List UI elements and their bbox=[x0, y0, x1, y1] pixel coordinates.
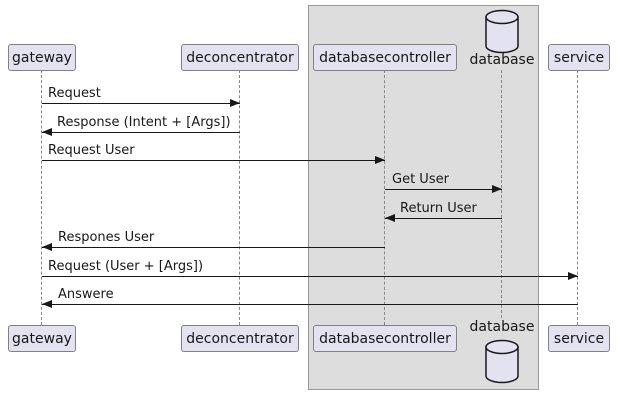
lifeline-deconcentrator bbox=[239, 70, 240, 325]
participant-databasecontroller-bottom: databasecontroller bbox=[313, 325, 457, 352]
participant-gateway-bottom: gateway bbox=[8, 325, 76, 352]
arrowhead-left-icon bbox=[42, 300, 52, 308]
participant-label: deconcentrator bbox=[186, 330, 294, 347]
message-arrow bbox=[42, 99, 240, 107]
arrowhead-left-icon bbox=[42, 128, 52, 136]
message-arrow bbox=[42, 243, 385, 251]
arrowhead-left-icon bbox=[385, 214, 395, 222]
arrowhead-right-icon bbox=[230, 99, 240, 107]
message-label: Respones User bbox=[58, 230, 155, 245]
participant-label: gateway bbox=[12, 49, 72, 66]
message-arrow bbox=[42, 156, 385, 164]
arrowhead-right-icon bbox=[492, 185, 502, 193]
participant-label: service bbox=[553, 330, 605, 347]
participant-gateway-top: gateway bbox=[8, 44, 76, 71]
message-arrow bbox=[42, 300, 578, 308]
lifeline-databasecontroller bbox=[384, 70, 385, 325]
participant-database-top: database bbox=[469, 52, 535, 68]
message-label: Return User bbox=[400, 201, 477, 216]
participant-deconcentrator-bottom: deconcentrator bbox=[181, 325, 299, 352]
message-arrow bbox=[42, 272, 578, 280]
participant-service-top: service bbox=[548, 44, 610, 71]
participant-label: deconcentrator bbox=[186, 49, 294, 66]
participant-label: databasecontroller bbox=[319, 330, 451, 347]
message-label: Answere bbox=[58, 287, 114, 302]
participant-deconcentrator-top: deconcentrator bbox=[181, 44, 299, 71]
participant-database-bottom: database bbox=[469, 319, 535, 335]
arrowhead-right-icon bbox=[375, 156, 385, 164]
participant-databasecontroller-top: databasecontroller bbox=[313, 44, 457, 71]
message-arrow bbox=[42, 128, 240, 136]
message-arrow bbox=[385, 185, 502, 193]
message-label: Request (User + [Args]) bbox=[48, 259, 204, 274]
lifeline-service bbox=[577, 70, 578, 325]
participant-label: databasecontroller bbox=[319, 49, 451, 66]
message-label: Request User bbox=[48, 143, 135, 158]
arrowhead-left-icon bbox=[42, 243, 52, 251]
message-label: Get User bbox=[392, 172, 449, 187]
message-label: Request bbox=[48, 86, 101, 101]
database-cylinder-icon bbox=[485, 339, 519, 384]
participant-label: gateway bbox=[12, 330, 72, 347]
message-label: Response (Intent + [Args]) bbox=[57, 115, 231, 130]
participant-label: service bbox=[553, 49, 605, 66]
arrowhead-right-icon bbox=[568, 272, 578, 280]
database-cylinder-icon bbox=[485, 9, 519, 54]
message-arrow bbox=[385, 214, 502, 222]
participant-service-bottom: service bbox=[548, 325, 610, 352]
lifeline-database bbox=[501, 70, 502, 318]
lifeline-gateway bbox=[41, 70, 42, 325]
